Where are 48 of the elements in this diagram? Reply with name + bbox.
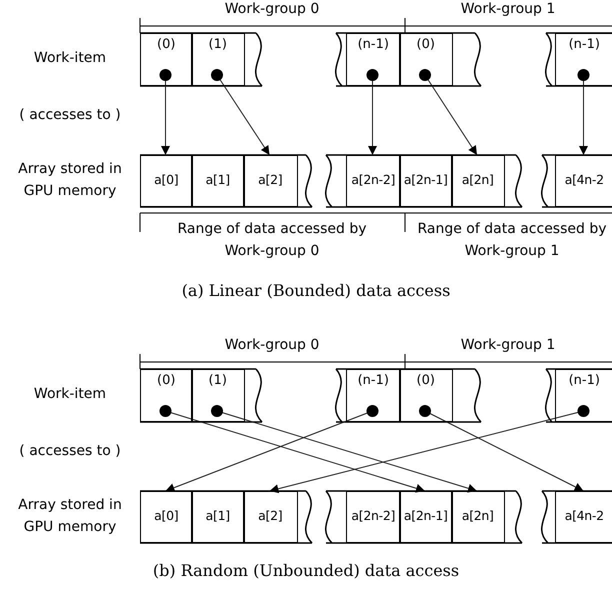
row-label: Array stored in GPU memory <box>17 160 123 201</box>
access-arrow <box>366 69 378 156</box>
access-arrow <box>419 405 584 492</box>
access-arrow <box>269 405 590 494</box>
access-arrow <box>211 405 478 493</box>
array-cell: a[4n-2 <box>555 491 612 543</box>
group-heading: Work-group 1 <box>460 0 556 19</box>
access-arrow <box>165 405 378 492</box>
row-label: Array stored in GPU memory <box>17 496 123 537</box>
work-item-cell: (n-1) <box>346 369 400 422</box>
array-cell: a[1] <box>191 155 244 207</box>
access-arrow <box>578 69 590 156</box>
group-heading: Work-group 0 <box>224 0 320 19</box>
range-label: Range of data accessed by Work-group 1 <box>416 220 608 261</box>
array-cell: a[0] <box>140 491 192 543</box>
figure-caption: (b) Random (Unbounded) data access <box>152 560 460 582</box>
range-label: Range of data accessed by Work-group 0 <box>176 220 368 261</box>
work-item-cell: (0) <box>140 369 192 422</box>
array-cell: a[2] <box>243 491 298 543</box>
work-item-cell: (1) <box>191 33 244 86</box>
access-arrow <box>160 69 172 156</box>
work-item-cell: (0) <box>399 33 452 86</box>
row-label: ( accesses to ) <box>18 442 122 461</box>
work-item-cell: (0) <box>140 33 192 86</box>
work-item-cell: (n-1) <box>346 33 400 86</box>
group-heading: Work-group 0 <box>224 336 320 355</box>
work-item-cell: (n-1) <box>555 369 612 422</box>
array-cell: a[4n-2 <box>555 155 612 207</box>
access-arrow <box>419 69 478 156</box>
array-cell: a[2n-2] <box>346 491 400 543</box>
row-label: Work-item <box>32 49 108 68</box>
work-item-cell: (1) <box>191 369 244 422</box>
array-cell: a[0] <box>140 155 192 207</box>
array-cell: a[2n] <box>451 155 504 207</box>
row-label: ( accesses to ) <box>18 106 122 125</box>
figure-caption: (a) Linear (Bounded) data access <box>180 280 452 302</box>
array-cell: a[2n-1] <box>399 155 452 207</box>
array-cell: a[2n] <box>451 491 504 543</box>
work-item-cell: (n-1) <box>555 33 612 86</box>
array-cell: a[2n-2] <box>346 155 400 207</box>
array-cell: a[2] <box>243 155 298 207</box>
array-cell: a[1] <box>191 491 244 543</box>
array-cell: a[2n-1] <box>399 491 452 543</box>
access-arrow <box>160 405 426 493</box>
access-arrow <box>211 69 270 156</box>
row-label: Work-item <box>32 385 108 404</box>
work-item-cell: (0) <box>399 369 452 422</box>
group-heading: Work-group 1 <box>460 336 556 355</box>
